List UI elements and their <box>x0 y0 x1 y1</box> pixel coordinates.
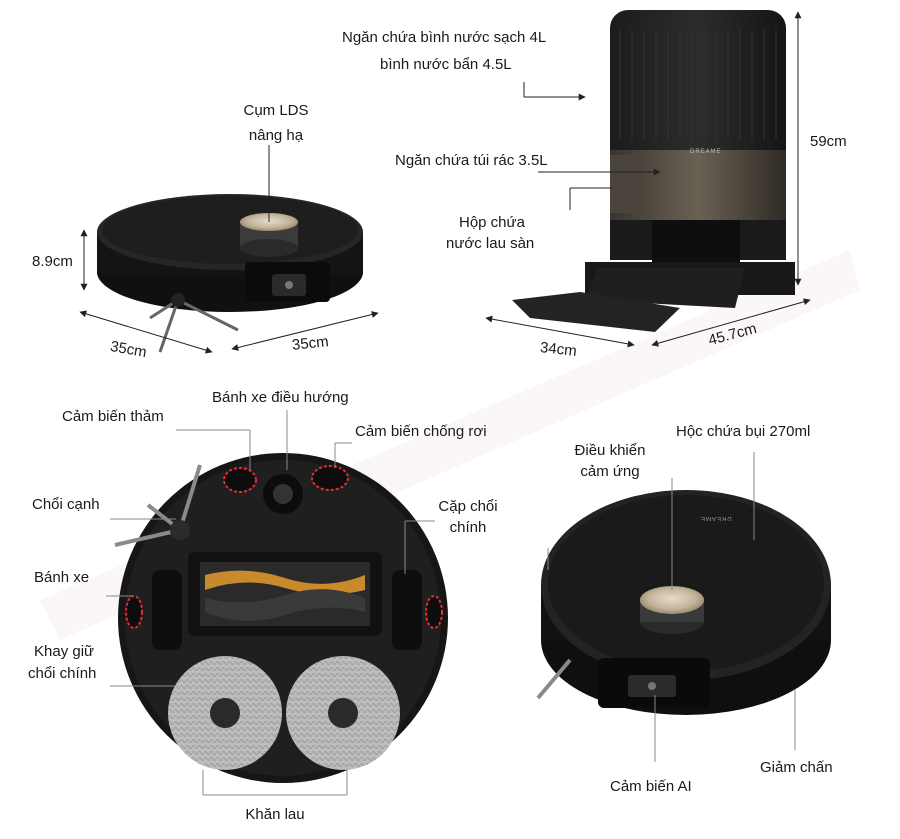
steer-wheel-label: Bánh xe điều hướng <box>212 389 349 406</box>
dust-bag-label: Ngăn chứa túi rác 3.5L <box>395 152 548 169</box>
robot-width-label: 35cm <box>291 333 330 354</box>
base-station <box>512 10 795 332</box>
robot-height-label: 8.9cm <box>32 253 73 270</box>
robot-top-view <box>536 490 831 715</box>
touch-control-label-line2: cảm ứng <box>580 463 640 480</box>
station-depth-dimension <box>485 315 635 348</box>
wheel-label: Bánh xe <box>34 569 90 586</box>
side-brush-label: Chổi cạnh <box>32 496 100 513</box>
water-tank-label-line2: bình nước bẩn 4.5L <box>380 56 512 73</box>
robot-width-dimension <box>231 311 379 351</box>
main-brush-label-line1: Cặp chổi <box>438 498 498 515</box>
mop-label: Khăn lau <box>245 806 305 823</box>
water-tank-label-line1: Ngăn chứa bình nước sạch 4L <box>342 29 547 46</box>
robot-brand-logo: DREAME <box>700 515 732 521</box>
brush-tray-label-line2: chổi chính <box>28 665 97 682</box>
brush-tray-label-line1: Khay giữ <box>34 643 95 660</box>
carpet-sensor-label: Cảm biến thảm <box>62 408 164 425</box>
station-width-dimension <box>651 298 811 347</box>
station-height-label: 59cm <box>810 133 847 150</box>
lds-label-line1: Cụm LDS <box>243 102 309 119</box>
station-depth-label: 34cm <box>539 339 578 360</box>
lds-label-line2: nâng hạ <box>248 127 304 144</box>
bumper-label: Giảm chấn <box>760 759 833 776</box>
solution-box-label-line1: Hộp chứa <box>459 214 525 231</box>
ai-sensor-label: Cảm biến AI <box>610 778 692 795</box>
robot-underside-view <box>114 453 448 783</box>
dustbin-label: Hộc chứa bụi 270ml <box>676 423 811 440</box>
station-brand-logo: DREAME <box>690 149 722 155</box>
main-brush-label-line2: chính <box>449 519 487 536</box>
touch-control-label-line1: Điều khiển <box>574 442 646 459</box>
robot-side-view <box>97 194 363 353</box>
solution-box-label-line2: nước lau sàn <box>446 235 535 252</box>
robot-depth-dimension <box>79 310 213 354</box>
cliff-sensor-label: Cảm biến chống rơi <box>355 423 487 440</box>
